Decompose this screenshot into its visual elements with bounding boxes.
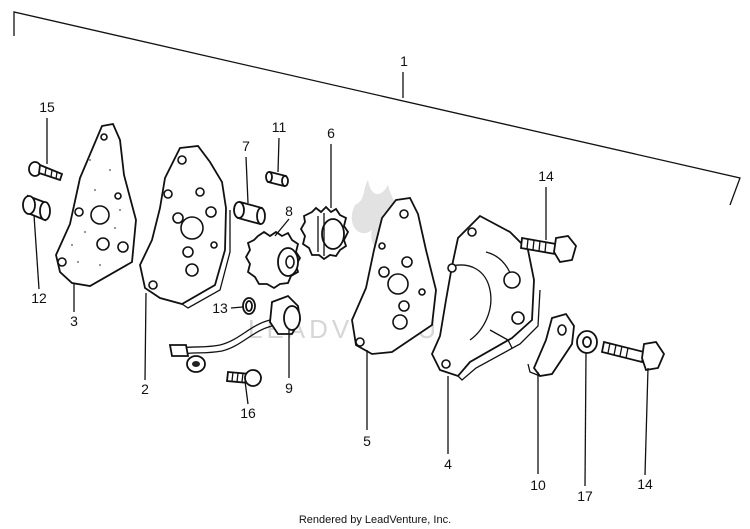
callout-14-upper: 14 (538, 168, 554, 184)
part-4-pump-body (431, 214, 541, 381)
callout-1: 1 (400, 53, 408, 69)
part-10-bracket (527, 312, 575, 377)
part-15-screw (28, 161, 64, 182)
callout-17: 17 (577, 488, 593, 504)
callout-16: 16 (240, 405, 256, 421)
part-8-gear (244, 230, 302, 290)
callout-3: 3 (70, 313, 78, 329)
part-7-pin (233, 200, 266, 226)
part-11-pin (265, 170, 289, 188)
callout-8: 8 (285, 203, 293, 219)
callout-11: 11 (272, 119, 287, 135)
part-12-dowel (22, 194, 51, 222)
part-14-bolt-upper (520, 235, 577, 263)
part-16-bolt (226, 369, 262, 387)
callout-labels: 1 15 11 6 7 14 8 12 13 3 2 9 16 5 4 10 1… (31, 53, 653, 504)
footer-credit: Rendered by LeadVenture, Inc. (299, 514, 451, 526)
callout-15: 15 (39, 99, 55, 115)
callout-7: 7 (242, 138, 250, 154)
part-2-plate (139, 145, 231, 309)
part-13-o-ring (242, 297, 256, 315)
callout-10: 10 (530, 477, 546, 493)
leader-lines (33, 118, 649, 487)
callout-13: 13 (212, 300, 228, 316)
part-5-plate (351, 197, 437, 355)
part-9-strainer (168, 294, 301, 373)
callout-12: 12 (31, 290, 47, 306)
callout-2: 2 (141, 381, 149, 397)
assembly-bracket (13, 11, 741, 206)
part-3-rear-plate (55, 122, 137, 287)
part-14-bolt-lower (600, 340, 666, 372)
callout-6: 6 (327, 125, 335, 141)
callout-4: 4 (444, 456, 452, 472)
part-6-gear (299, 205, 350, 261)
callout-5: 5 (363, 433, 371, 449)
part-17-washer (576, 330, 598, 354)
callout-9: 9 (285, 380, 293, 396)
callout-14-lower: 14 (637, 476, 653, 492)
